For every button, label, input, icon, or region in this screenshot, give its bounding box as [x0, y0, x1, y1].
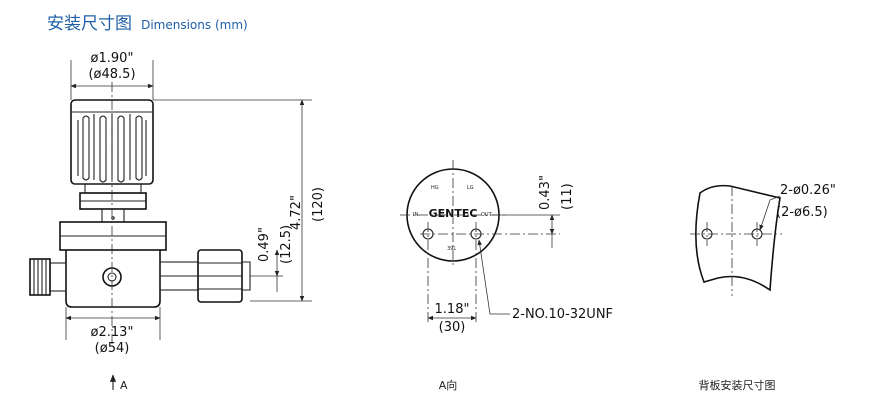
view-marker-label: A: [120, 379, 128, 392]
regulator-body: [29, 249, 251, 308]
side-view: ø1.90" (ø48.5) 4.72" (120) 0.49" (12.5) …: [29, 51, 326, 392]
title-cn: 安装尺寸图: [47, 14, 132, 34]
body-width-mm: (ø54): [95, 341, 130, 356]
hole-spacing-mm: (30): [439, 320, 466, 335]
title-en: Dimensions (mm): [141, 18, 248, 32]
panel-outline: [695, 184, 781, 292]
panel-hole-dia-in: 2-ø0.26": [780, 183, 836, 198]
port-height-in: 0.49": [257, 227, 272, 262]
port-height-mm: (12.5): [279, 225, 294, 264]
panel-hole-dia-mm: (2-ø6.5): [776, 205, 828, 220]
a-view-caption: A向: [439, 378, 458, 392]
hole-offset-mm: (11): [560, 183, 575, 210]
knob-diameter-mm: (ø48.5): [88, 67, 135, 82]
body-width-in: ø2.13": [91, 325, 134, 340]
label-bottom: 39L: [447, 246, 456, 252]
hole-spacing-in: 1.18": [435, 302, 470, 317]
hole-offset-in: 0.43": [538, 175, 553, 210]
label-lg: LG: [467, 185, 474, 191]
label-in: IN: [413, 212, 418, 218]
a-view: HG LG IN OUT GENTEC 39L 0.43" (11) 1.18"…: [400, 160, 613, 392]
thread-note: 2-NO.10-32UNF: [512, 307, 613, 322]
knob-diameter-in: ø1.90": [91, 51, 134, 66]
panel-view: 2-ø0.26" (2-ø6.5) 背板安装尺寸图: [690, 183, 836, 392]
panel-caption: 背板安装尺寸图: [699, 378, 776, 392]
label-hg: HG: [431, 185, 439, 191]
total-height-in: 4.72": [289, 195, 304, 230]
header: 安装尺寸图 Dimensions (mm): [47, 9, 248, 34]
total-height-mm: (120): [311, 187, 326, 222]
brand-label: GENTEC: [429, 207, 478, 220]
regulator-bonnet: [59, 183, 167, 251]
